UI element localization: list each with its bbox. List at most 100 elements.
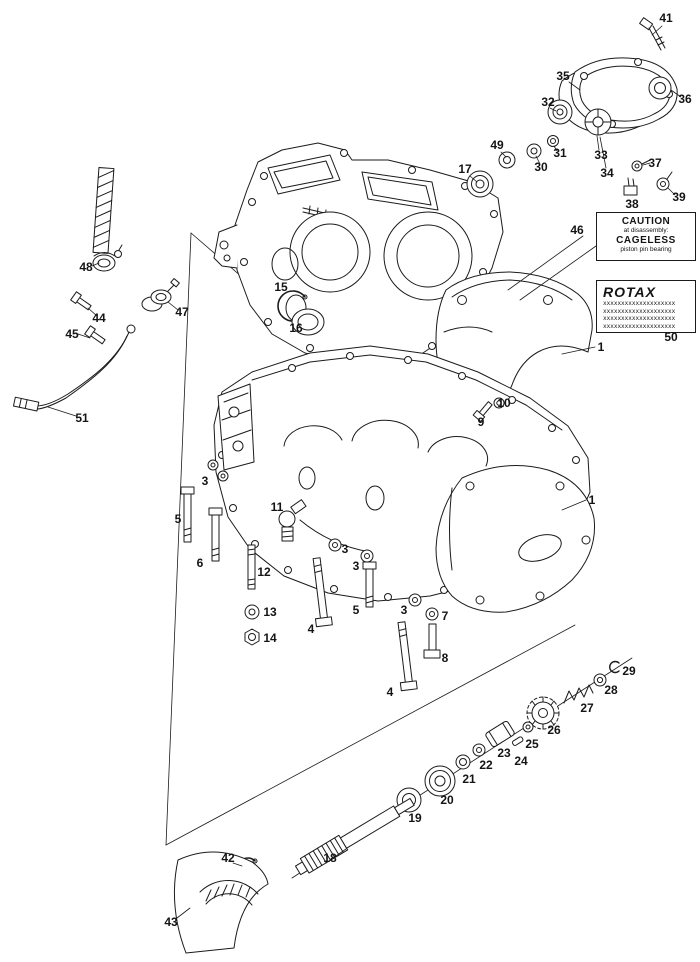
overflow-hose [12, 324, 136, 412]
washer-31 [547, 135, 559, 147]
screw-37 [631, 159, 651, 172]
part-label-46: 46 [570, 223, 584, 237]
pto-cover [435, 465, 596, 613]
plate-row-1: xxxxxxxxxxxxxxxxxxxx [603, 300, 676, 307]
part-label-7: 7 [442, 609, 449, 623]
washer-30 [526, 143, 542, 159]
screw-44 [70, 291, 92, 311]
banjo-fitting-11 [278, 499, 307, 542]
washer-10 [493, 397, 505, 409]
sleeve-23 [485, 720, 515, 748]
stud-12 [247, 544, 256, 590]
part-label-3: 3 [401, 603, 408, 617]
plate-row-3: xxxxxxxxxxxxxxxxxxxx [603, 315, 676, 322]
part-label-47: 47 [175, 305, 189, 319]
part-label-48: 48 [79, 260, 93, 274]
caution-detail: piston pin bearing [620, 246, 672, 253]
part-label-10: 10 [497, 396, 511, 410]
part-label-13: 13 [263, 605, 277, 619]
screw-45 [84, 325, 106, 345]
part-label-49: 49 [490, 138, 504, 152]
part-label-23: 23 [497, 746, 511, 760]
washer-22 [472, 743, 486, 757]
bolt-8 [423, 623, 441, 659]
part-label-33: 33 [594, 148, 608, 162]
circlip-29 [609, 660, 620, 674]
part-label-17: 17 [458, 162, 472, 176]
pump-gear-32 [547, 99, 573, 125]
washer-7 [425, 607, 439, 621]
part-label-36: 36 [678, 92, 692, 106]
part-label-21: 21 [462, 772, 476, 786]
nut-14 [244, 628, 260, 646]
part-label-44: 44 [92, 311, 106, 325]
part-label-50: 50 [664, 330, 678, 344]
roller-25 [522, 721, 534, 733]
pump-bolt-41 [639, 17, 666, 51]
part-label-20: 20 [440, 793, 454, 807]
brand-plate-box: ROTAX xxxxxxxxxxxxxxxxxxxx xxxxxxxxxxxxx… [596, 280, 696, 333]
caution-subtitle: at disassembly: [623, 227, 669, 234]
caution-emphasis: CAGELESS [616, 235, 676, 246]
part-label-6: 6 [197, 556, 204, 570]
part-label-16: 16 [289, 321, 303, 335]
part-label-43: 43 [164, 915, 178, 929]
part-label-14: 14 [263, 631, 277, 645]
fitting-39 [656, 171, 673, 191]
plate-row-2: xxxxxxxxxxxxxxxxxxxx [603, 307, 676, 315]
part-label-4: 4 [308, 622, 315, 636]
part-label-15: 15 [274, 280, 288, 294]
crankshaft-18 [295, 797, 415, 876]
hose-clamp [141, 278, 180, 312]
shim-21 [455, 754, 471, 770]
part-label-28: 28 [604, 683, 618, 697]
bolt-9 [472, 401, 493, 422]
part-label-39: 39 [672, 190, 686, 204]
key-24 [511, 736, 524, 746]
upper-crankcase-half [213, 142, 504, 363]
part-label-12: 12 [257, 565, 271, 579]
part-label-18: 18 [323, 851, 337, 865]
part-label-22: 22 [479, 758, 493, 772]
part-label-4: 4 [387, 685, 394, 699]
part-label-45: 45 [65, 327, 79, 341]
part-label-1: 1 [589, 493, 596, 507]
part-label-27: 27 [580, 701, 594, 715]
gear-26 [526, 696, 560, 730]
overflow-tube [92, 167, 115, 254]
leader-lines [47, 25, 682, 919]
part-label-3: 3 [353, 559, 360, 573]
bolt-4a [312, 557, 333, 628]
part-label-34: 34 [600, 166, 614, 180]
part-label-26: 26 [547, 723, 561, 737]
part-label-5: 5 [175, 512, 182, 526]
part-label-11: 11 [271, 500, 284, 514]
pump-port-36 [648, 76, 672, 100]
bolt-5b [362, 561, 377, 608]
washer-28 [593, 673, 607, 687]
part-label-25: 25 [525, 737, 539, 751]
seal-16 [291, 308, 325, 336]
bolt-5a [180, 486, 195, 543]
spring-27 [563, 684, 594, 704]
part-label-3: 3 [342, 542, 349, 556]
brand-logo-text: ROTAX [603, 284, 656, 300]
part-label-3: 3 [202, 474, 209, 488]
magneto-cover [435, 271, 593, 404]
vent-fitting [92, 244, 123, 272]
part-label-32: 32 [541, 95, 555, 109]
part-label-35: 35 [556, 69, 570, 83]
part-label-9: 9 [478, 415, 485, 429]
plug-38 [623, 177, 638, 196]
bolt-4b [397, 621, 418, 692]
washer-49 [498, 151, 516, 169]
part-label-24: 24 [514, 754, 528, 768]
part-label-1: 1 [598, 340, 605, 354]
bolt-6 [208, 507, 223, 562]
part-label-42: 42 [221, 851, 235, 865]
part-label-37: 37 [648, 156, 662, 170]
part-label-19: 19 [408, 811, 422, 825]
